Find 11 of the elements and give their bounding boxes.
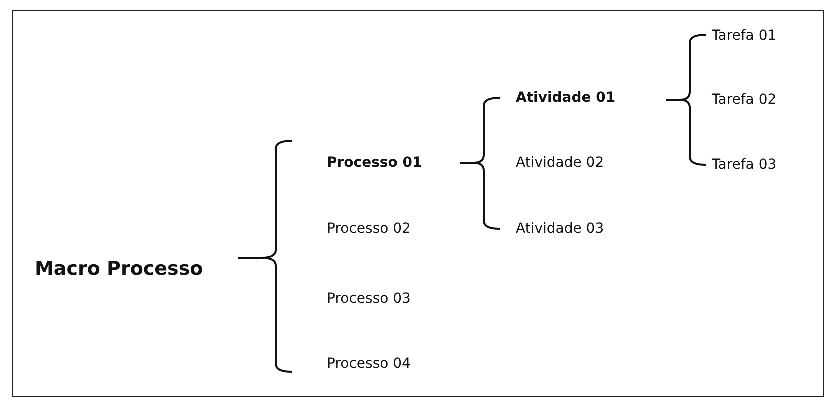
hierarchy-label: Processo 01 — [327, 155, 422, 171]
hierarchy-label: Atividade 03 — [516, 221, 604, 237]
hierarchy-label: Atividade 02 — [516, 155, 604, 171]
hierarchy-label: Macro Processo — [35, 258, 204, 280]
hierarchy-label: Tarefa 01 — [712, 28, 777, 44]
hierarchy-label: Processo 02 — [327, 221, 411, 237]
hierarchy-label: Tarefa 02 — [712, 92, 777, 108]
hierarchy-label: Atividade 01 — [516, 90, 616, 106]
hierarchy-label: Processo 04 — [327, 356, 411, 372]
hierarchy-label: Processo 03 — [327, 291, 411, 307]
hierarchy-label: Tarefa 03 — [712, 157, 777, 173]
